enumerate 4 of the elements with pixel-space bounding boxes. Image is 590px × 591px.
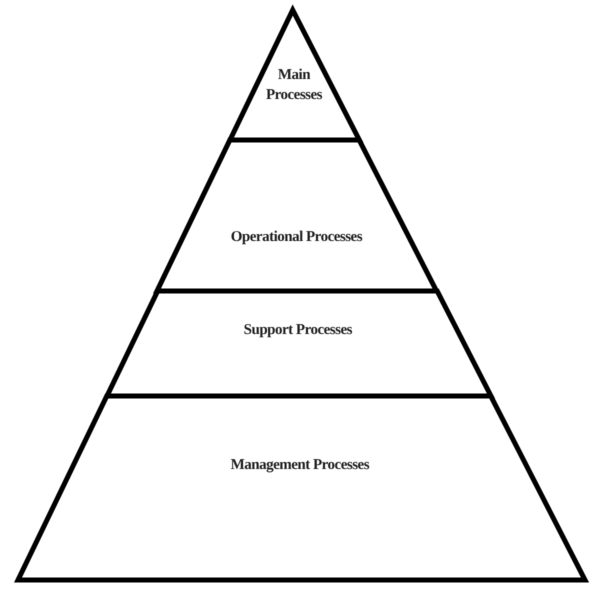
level-label: Management Processes (230, 456, 370, 475)
level-label: Main Processes (264, 66, 323, 104)
level-label: Operational Processes (230, 228, 364, 247)
level-label: Support Processes (242, 321, 353, 340)
